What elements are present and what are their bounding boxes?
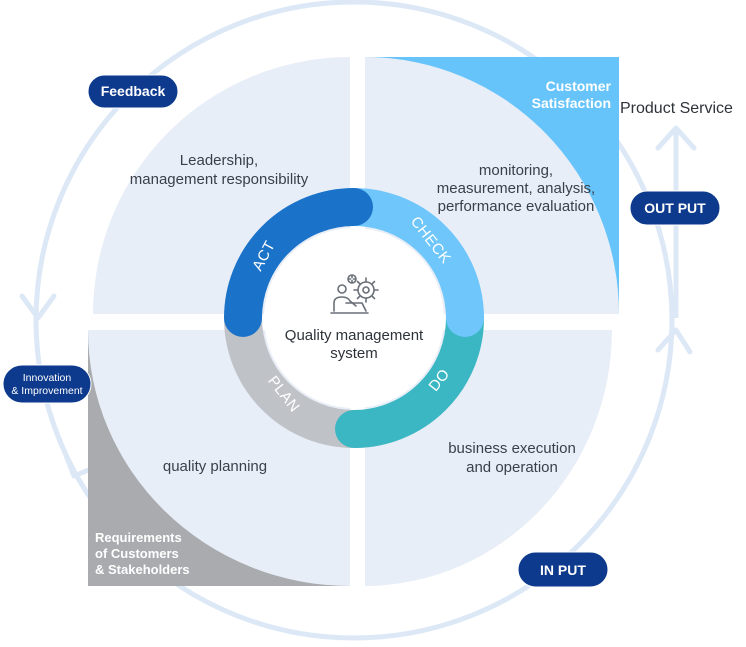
requirements-corner [88,330,350,586]
outer-cycle-ring [33,0,675,641]
requirements-line3: & Stakeholders [95,562,190,577]
innovation-label-line2: & Improvement [11,385,82,397]
customer-satisfaction-line1: Customer [546,78,612,94]
center-title-line2: system [330,345,378,362]
requirements-line1: Requirements [95,530,182,545]
product-service-label: Product Service [620,100,733,117]
input-label: IN PUT [540,562,586,578]
top-left-text-line1: Leadership, [180,152,258,169]
feedback-label: Feedback [101,83,166,99]
top-right-text-line3: performance evaluation [438,198,595,215]
output-arrowhead [655,125,697,151]
customer-satisfaction-line2: Satisfaction [532,95,611,111]
output-pill: OUT PUT [629,190,721,226]
do-segment [335,299,484,448]
bottom-right-text-line1: business execution [448,440,576,457]
customer-satisfaction-corner [365,57,619,314]
top-right-text-line2: measurement, analysis, [437,180,595,197]
center-disc [264,228,444,408]
top-right-text-line1: monitoring, [479,162,553,179]
feedback-pill: Feedback [87,74,179,109]
bottom-right-text-line2: and operation [466,459,558,476]
top-left-text-line2: management responsibility [130,171,309,188]
bottom-left-text: quality planning [163,458,267,475]
innovation-label-line1: Innovation [23,372,72,384]
pdca-ring [224,188,484,448]
center-title-line1: Quality management [285,327,424,344]
ring-arrowhead-right [655,327,693,355]
ring-arrowhead-left-top [19,293,57,321]
check-segment [335,188,484,337]
act-segment [224,188,373,337]
requirements-line2: of Customers [95,546,179,561]
output-label: OUT PUT [644,200,706,216]
innovation-pill: Innovation & Improvement [2,364,92,404]
gear-person-icon [330,274,379,314]
input-pill: IN PUT [517,551,609,588]
plan-segment [224,299,373,448]
